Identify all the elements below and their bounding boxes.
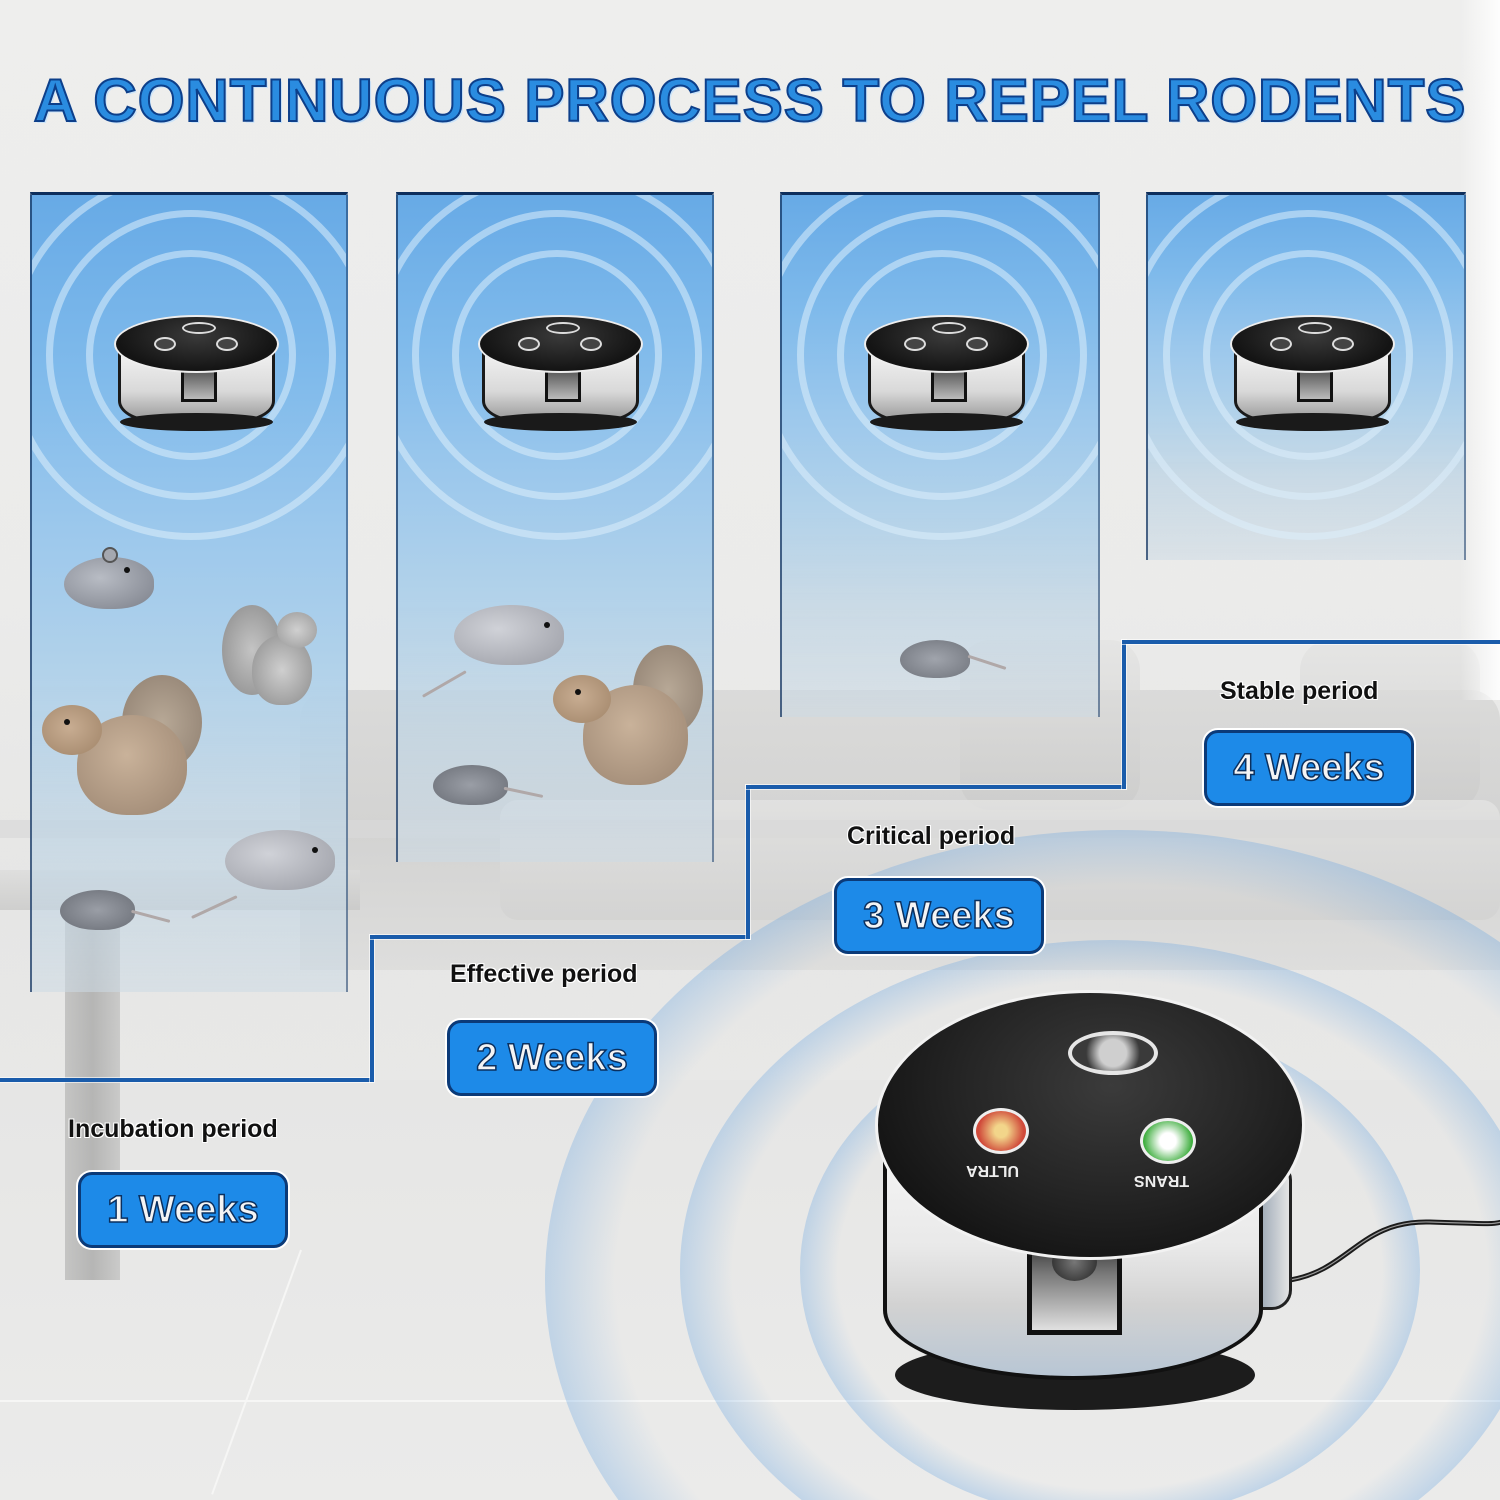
page-title: A CONTINUOUS PROCESS TO REPEL RODENTS (33, 66, 1467, 135)
stage-label-incubation: Incubation period (68, 1115, 278, 1143)
stage-label-stable: Stable period (1220, 677, 1379, 705)
stage-panel-4 (1146, 192, 1466, 560)
ultrasonic-repeller-device: ULTRA TRANS (875, 990, 1315, 1430)
stair-riser-3 (1122, 640, 1126, 789)
stair-step-1 (0, 1078, 372, 1082)
rat-icon (187, 825, 337, 920)
stage-label-effective: Effective period (450, 960, 638, 988)
stage-duration-badge-1: 1 Weeks (78, 1172, 288, 1248)
trans-indicator-led-icon (1140, 1118, 1196, 1164)
stage-duration-badge-4: 4 Weeks (1204, 730, 1414, 806)
mouse-icon (900, 635, 1010, 690)
stair-step-2 (370, 935, 750, 939)
mouse-icon (60, 885, 171, 940)
squirrel-icon (553, 645, 703, 795)
trans-indicator-label: TRANS (1134, 1172, 1190, 1189)
sound-wave-ring (398, 195, 712, 540)
rat-icon (416, 600, 566, 698)
mouse-icon (54, 547, 164, 617)
stair-riser-1 (370, 935, 374, 1082)
ultrasonic-repeller-icon (114, 315, 279, 435)
squirrel-icon (42, 675, 202, 825)
squirrel-icon (222, 600, 332, 720)
mouse-icon (433, 760, 544, 815)
brand-logo-icon (1068, 1031, 1158, 1075)
stair-riser-2 (746, 785, 750, 939)
device-top-cap: ULTRA TRANS (875, 990, 1305, 1260)
sound-wave-ring (782, 195, 1098, 540)
ultra-indicator-label: ULTRA (966, 1162, 1020, 1179)
ultra-indicator-led-icon (973, 1108, 1029, 1154)
stage-label-critical: Critical period (847, 822, 1016, 850)
stage-panel-1 (30, 192, 348, 992)
sound-wave-ring (1148, 195, 1464, 540)
stair-step-4 (1122, 640, 1500, 644)
ultrasonic-repeller-icon (1230, 315, 1395, 435)
ultrasonic-repeller-icon (478, 315, 643, 435)
stage-panel-2 (396, 192, 714, 862)
power-cable (1290, 1219, 1500, 1283)
stage-panel-3 (780, 192, 1100, 717)
stage-duration-badge-2: 2 Weeks (447, 1020, 657, 1096)
window-light (1460, 0, 1500, 700)
stair-step-3 (746, 785, 1126, 789)
stage-duration-badge-3: 3 Weeks (834, 878, 1044, 954)
sound-wave-ring (32, 195, 346, 540)
ultrasonic-repeller-icon (864, 315, 1029, 435)
